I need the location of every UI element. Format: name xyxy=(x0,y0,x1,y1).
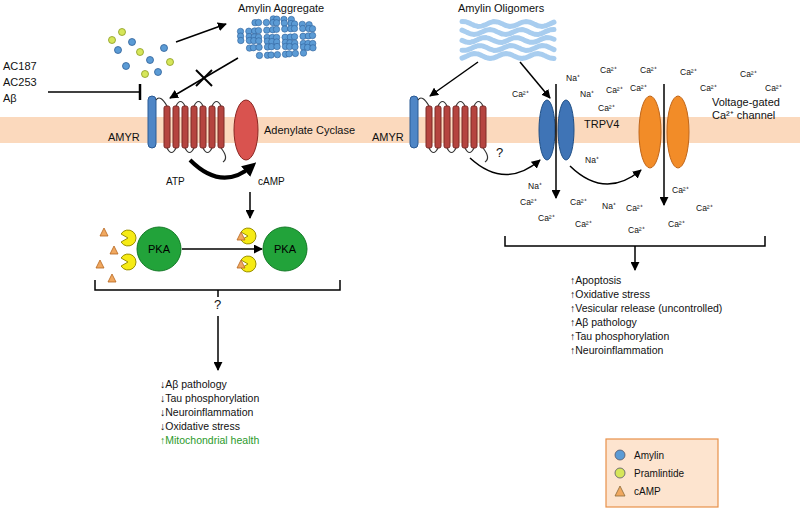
receptor-label: AMYR xyxy=(108,131,140,144)
ion-label: Ca²⁺ xyxy=(640,66,657,76)
binding-arrow xyxy=(430,62,478,96)
ion-label: Ca²⁺ xyxy=(538,214,555,224)
effect-item: ↑Vesicular release (uncontrolled) xyxy=(570,302,722,314)
signal-arrow xyxy=(249,192,251,218)
signal-arrow xyxy=(470,158,540,175)
unknown-mark: ? xyxy=(214,298,221,313)
inhibitor-label: Aβ xyxy=(3,92,17,105)
ion-label: Ca²⁺ xyxy=(680,68,697,78)
effect-item: ↓Oxidative stress xyxy=(160,420,240,432)
kinase-label: PKA xyxy=(274,243,296,255)
channel-label: TRPV4 xyxy=(584,118,619,131)
effect-item: ↓Neuroinflammation xyxy=(160,406,253,418)
legend-row: Amylin xyxy=(614,446,684,464)
adenylate-cyclase xyxy=(234,100,258,160)
ion-label: Ca²⁺ xyxy=(575,220,592,230)
legend-swatch xyxy=(614,467,626,479)
block-cross xyxy=(196,70,212,86)
bracket xyxy=(95,280,340,297)
substrate-label: ATP xyxy=(166,176,185,188)
kinase-node: PKA xyxy=(136,226,182,272)
enzyme-label: Adenylate Cyclase xyxy=(264,124,355,137)
amylin-aggregate xyxy=(237,16,316,59)
unknown-mark: ? xyxy=(496,146,503,161)
amylin-receptor xyxy=(410,96,488,162)
legend-label: Pramlintide xyxy=(634,468,684,479)
effect-item: ↓Aβ pathology xyxy=(160,378,227,390)
legend-label: cAMP xyxy=(634,486,661,497)
legend-label: Amylin xyxy=(634,450,664,461)
ion-label: Na⁺ xyxy=(528,182,542,192)
ion-label: Ca²⁺ xyxy=(520,198,537,208)
legend-row: Pramlintide xyxy=(614,464,684,482)
effect-item: ↑Mitochondrial health xyxy=(160,434,259,446)
legend-swatch xyxy=(614,485,626,497)
ion-label: Ca²⁺ xyxy=(700,84,717,94)
amylin-receptor xyxy=(148,96,226,162)
ion-label: Ca²⁺ xyxy=(598,104,615,114)
aggregation-arrow xyxy=(176,24,226,42)
ion-label: Ca²⁺ xyxy=(512,90,529,100)
ion-flow-arrow xyxy=(555,84,557,198)
amylin-oligomers xyxy=(462,22,554,59)
inhibition-line xyxy=(48,84,140,100)
outcome-arrow xyxy=(634,252,636,270)
ion-label: Ca²⁺ xyxy=(765,84,782,94)
product-label: cAMP xyxy=(258,176,285,188)
depolarisation-arrow xyxy=(570,166,641,184)
receptor-label: AMYR xyxy=(372,131,404,144)
ion-label: Na⁺ xyxy=(585,156,599,166)
peptide-dots xyxy=(109,29,174,78)
effect-item: ↑Apoptosis xyxy=(570,274,621,286)
ion-label: Na⁺ xyxy=(566,74,580,84)
legend: AmylinPramlintide cAMP xyxy=(614,446,684,500)
ion-label: Ca²⁺ xyxy=(630,84,647,94)
inhibitor-label: AC187 xyxy=(3,60,37,73)
legend-box xyxy=(606,439,718,507)
conversion-arrow xyxy=(190,160,252,178)
outcome-arrow xyxy=(217,316,219,370)
activation-arrow xyxy=(182,248,262,250)
effect-item: ↑Aβ pathology xyxy=(570,316,637,328)
ion-label: Ca²⁺ xyxy=(600,66,617,76)
legend-swatch xyxy=(614,449,626,461)
blocked-arrow xyxy=(170,58,238,98)
kinase-node: PKA xyxy=(262,226,308,272)
channel-label: Voltage-gated Ca²⁺ channel xyxy=(712,96,794,121)
effect-item: ↑Neuroinflammation xyxy=(570,344,663,356)
effect-item: ↑Tau phosphorylation xyxy=(570,330,669,342)
ion-label: Ca²⁺ xyxy=(672,186,689,196)
bracket xyxy=(505,236,765,252)
legend-row: cAMP xyxy=(614,482,684,500)
inhibitor-label: AC253 xyxy=(3,76,37,89)
ion-flow-arrow xyxy=(663,84,665,205)
kinase-label: PKA xyxy=(148,243,170,255)
ion-label: Ca²⁺ xyxy=(626,204,643,214)
effect-item: ↑Oxidative stress xyxy=(570,288,650,300)
ion-label: Na⁺ xyxy=(602,202,616,212)
ion-label: Ca²⁺ xyxy=(606,86,623,96)
ion-label: Ca²⁺ xyxy=(628,226,645,236)
effect-item: ↓Tau phosphorylation xyxy=(160,392,259,404)
ion-label: Ca²⁺ xyxy=(696,204,713,214)
figure-label: Amylin Oligomers xyxy=(458,2,544,15)
ion-label: Ca²⁺ xyxy=(740,70,757,80)
ion-label: Ca²⁺ xyxy=(570,198,587,208)
regulatory-subunits xyxy=(96,228,256,282)
figure-label: Amylin Aggregate xyxy=(238,2,324,15)
ion-label: Ca²⁺ xyxy=(668,220,685,230)
ion-label: Na⁺ xyxy=(580,90,594,100)
